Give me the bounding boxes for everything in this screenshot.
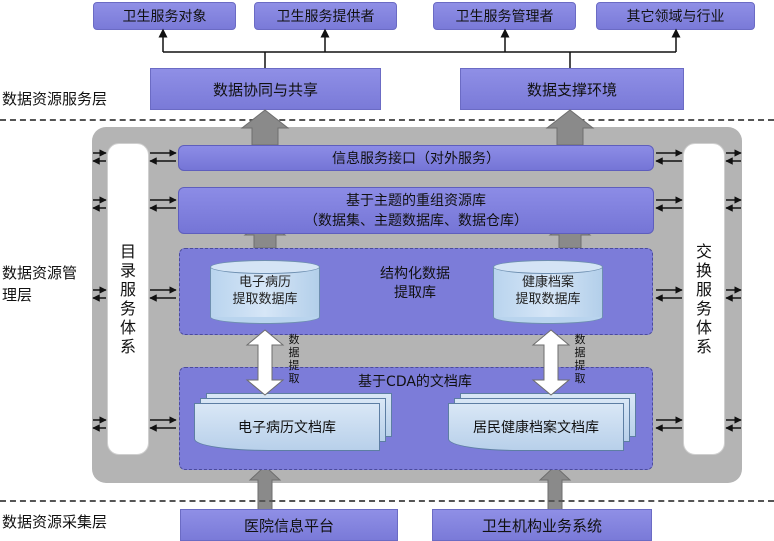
extraction-label-left: 数据提取 bbox=[288, 333, 300, 385]
extraction-label-right: 数据提取 bbox=[574, 333, 586, 385]
hr-db-line-1: 健康档案 bbox=[521, 275, 574, 290]
info-service-interface: 信息服务接口（对外服务） bbox=[178, 145, 654, 171]
separator-top bbox=[0, 119, 774, 121]
emr-extract-db-cylinder: 电子病历 提取数据库 bbox=[210, 260, 320, 324]
service-box-data-collaboration: 数据协同与共享 bbox=[150, 68, 381, 110]
emr-doc-label: 电子病历文档库 bbox=[238, 420, 336, 436]
cda-title: 基于CDA的文档库 bbox=[358, 374, 472, 390]
cylinder-label: 健康档案 提取数据库 bbox=[493, 274, 603, 308]
target-health-service-manager: 卫生服务管理者 bbox=[433, 2, 576, 30]
cylinder-body bbox=[210, 267, 320, 317]
layer-label-collection: 数据资源采集层 bbox=[2, 513, 108, 531]
source-health-institution-system: 卫生机构业务系统 bbox=[432, 509, 652, 541]
catalog-service-label: 目录服务体系 bbox=[119, 242, 136, 356]
layer-label-management: 数据资源管理层 bbox=[2, 264, 78, 304]
resident-health-record-doc-library: 居民健康档案文档库 bbox=[448, 403, 624, 451]
structured-title-line-2: 提取库 bbox=[394, 285, 436, 301]
exchange-service-label: 交换服务体系 bbox=[695, 242, 712, 356]
top-connectors bbox=[158, 28, 681, 68]
health-record-extract-db-cylinder: 健康档案 提取数据库 bbox=[493, 260, 603, 324]
service-box-data-support-env: 数据支撑环境 bbox=[460, 68, 684, 110]
cylinder-top bbox=[493, 260, 603, 274]
cylinder-body bbox=[493, 267, 603, 317]
exchange-service-system: 交换服务体系 bbox=[683, 143, 725, 455]
hr-doc-label: 居民健康档案文档库 bbox=[473, 420, 599, 436]
hr-db-line-2: 提取数据库 bbox=[515, 292, 581, 307]
emr-document-library: 电子病历文档库 bbox=[194, 403, 380, 451]
emr-db-line-2: 提取数据库 bbox=[232, 292, 298, 307]
emr-db-line-1: 电子病历 bbox=[238, 275, 291, 290]
theme-line-1: 基于主题的重组资源库 bbox=[346, 192, 486, 209]
target-health-service-recipient: 卫生服务对象 bbox=[93, 2, 236, 30]
structured-title: 结构化数据 提取库 bbox=[355, 265, 475, 303]
structured-title-line-1: 结构化数据 bbox=[380, 266, 450, 282]
theme-resource-library: 基于主题的重组资源库 （数据集、主题数据库、数据仓库） bbox=[178, 187, 654, 234]
layer-label-service: 数据资源服务层 bbox=[2, 90, 108, 108]
cylinder-label: 电子病历 提取数据库 bbox=[210, 274, 320, 308]
separator-bottom bbox=[0, 500, 774, 502]
source-hospital-info-platform: 医院信息平台 bbox=[180, 509, 398, 541]
catalog-service-system: 目录服务体系 bbox=[107, 143, 149, 455]
cylinder-top bbox=[210, 260, 320, 274]
theme-line-2: （数据集、主题数据库、数据仓库） bbox=[304, 212, 528, 229]
